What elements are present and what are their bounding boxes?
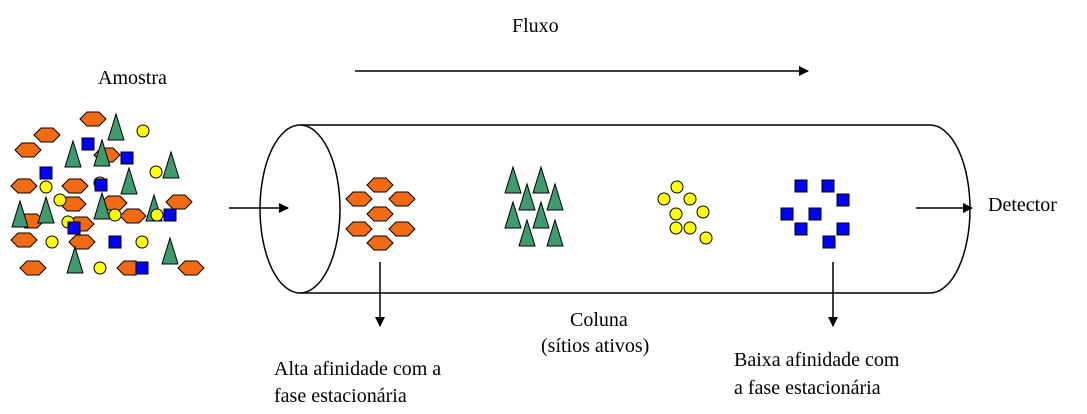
band-circles bbox=[657, 180, 713, 245]
yellow-circle-molecule-icon bbox=[150, 208, 164, 222]
sample-label: Amostra bbox=[98, 67, 167, 89]
column-body bbox=[300, 124, 971, 294]
yellow-circle-molecule-icon bbox=[670, 180, 684, 194]
blue-square-molecule-icon bbox=[794, 179, 808, 193]
blue-square-molecule-icon bbox=[780, 207, 794, 221]
blue-square-molecule-icon bbox=[794, 222, 808, 236]
blue-square-molecule-icon bbox=[822, 235, 836, 249]
orange-hexagon-molecule-icon bbox=[14, 142, 42, 158]
sample-mixture bbox=[10, 111, 205, 276]
green-triangle-molecule-icon bbox=[93, 191, 111, 220]
green-triangle-molecule-icon bbox=[518, 182, 536, 211]
yellow-circle-molecule-icon bbox=[683, 221, 697, 235]
blue-square-molecule-icon bbox=[120, 151, 134, 165]
orange-hexagon-molecule-icon bbox=[366, 206, 394, 222]
orange-hexagon-molecule-icon bbox=[388, 221, 416, 237]
low-affinity-label-line1: Baixa afinidade com bbox=[734, 349, 900, 371]
band-low-affinity-squares bbox=[780, 179, 850, 249]
yellow-circle-molecule-icon bbox=[699, 231, 713, 245]
green-triangle-molecule-icon bbox=[518, 218, 536, 247]
blue-square-molecule-icon bbox=[836, 222, 850, 236]
yellow-circle-molecule-icon bbox=[45, 235, 59, 249]
green-triangle-molecule-icon bbox=[11, 199, 29, 228]
column-cylinder bbox=[259, 124, 971, 294]
column-inlet-ellipse bbox=[259, 124, 341, 294]
orange-hexagon-molecule-icon bbox=[33, 127, 61, 143]
yellow-circle-molecule-icon bbox=[39, 180, 53, 194]
blue-square-molecule-icon bbox=[808, 207, 822, 221]
blue-square-molecule-icon bbox=[81, 137, 95, 151]
green-triangle-molecule-icon bbox=[546, 218, 564, 247]
orange-hexagon-molecule-icon bbox=[100, 195, 128, 211]
yellow-circle-molecule-icon bbox=[135, 235, 149, 249]
orange-hexagon-molecule-icon bbox=[345, 191, 373, 207]
orange-hexagon-molecule-icon bbox=[79, 111, 107, 127]
orange-hexagon-molecule-icon bbox=[10, 178, 38, 194]
band-high-affinity-hexagons bbox=[345, 177, 416, 251]
blue-square-molecule-icon bbox=[836, 193, 850, 207]
green-triangle-molecule-icon bbox=[546, 182, 564, 211]
blue-square-molecule-icon bbox=[67, 221, 81, 235]
detector-label: Detector bbox=[988, 194, 1057, 216]
green-triangle-molecule-icon bbox=[120, 166, 138, 195]
orange-hexagon-molecule-icon bbox=[345, 221, 373, 237]
green-triangle-molecule-icon bbox=[37, 195, 55, 224]
green-triangle-molecule-icon bbox=[504, 200, 522, 229]
green-triangle-molecule-icon bbox=[107, 112, 125, 141]
green-triangle-molecule-icon bbox=[532, 165, 550, 194]
high-affinity-label-line2: fase estacionária bbox=[274, 385, 407, 407]
orange-hexagon-molecule-icon bbox=[19, 260, 47, 276]
blue-square-molecule-icon bbox=[94, 178, 108, 192]
yellow-circle-molecule-icon bbox=[683, 192, 697, 206]
orange-hexagon-molecule-icon bbox=[61, 178, 89, 194]
yellow-circle-molecule-icon bbox=[669, 207, 683, 221]
green-triangle-molecule-icon bbox=[64, 139, 82, 168]
orange-hexagon-molecule-icon bbox=[119, 208, 147, 224]
blue-square-molecule-icon bbox=[821, 179, 835, 193]
orange-hexagon-molecule-icon bbox=[177, 260, 205, 276]
yellow-circle-molecule-icon bbox=[93, 261, 107, 275]
orange-hexagon-molecule-icon bbox=[59, 196, 87, 212]
green-triangle-molecule-icon bbox=[161, 236, 179, 265]
orange-hexagon-molecule-icon bbox=[366, 177, 394, 193]
yellow-circle-molecule-icon bbox=[136, 124, 150, 138]
orange-hexagon-molecule-icon bbox=[165, 194, 193, 210]
orange-hexagon-molecule-icon bbox=[388, 191, 416, 207]
high-affinity-label-line1: Alta afinidade com a bbox=[274, 358, 442, 380]
orange-hexagon-molecule-icon bbox=[10, 232, 38, 248]
yellow-circle-molecule-icon bbox=[696, 205, 710, 219]
orange-hexagon-molecule-icon bbox=[366, 235, 394, 251]
green-triangle-molecule-icon bbox=[93, 138, 111, 167]
column-label: Coluna bbox=[570, 309, 628, 331]
low-affinity-label-line2: a fase estacionária bbox=[734, 377, 881, 399]
orange-hexagon-molecule-icon bbox=[68, 234, 96, 250]
yellow-circle-molecule-icon bbox=[53, 193, 67, 207]
blue-square-molecule-icon bbox=[135, 261, 149, 275]
yellow-circle-molecule-icon bbox=[657, 192, 671, 206]
blue-square-molecule-icon bbox=[108, 235, 122, 249]
green-triangle-molecule-icon bbox=[162, 150, 180, 179]
yellow-circle-molecule-icon bbox=[669, 221, 683, 235]
yellow-circle-molecule-icon bbox=[108, 208, 122, 222]
green-triangle-molecule-icon bbox=[532, 200, 550, 229]
column-sublabel: (sítios ativos) bbox=[541, 335, 650, 357]
flow-label: Fluxo bbox=[512, 15, 559, 37]
green-triangle-molecule-icon bbox=[66, 245, 84, 274]
band-triangles bbox=[504, 165, 564, 247]
green-triangle-molecule-icon bbox=[504, 165, 522, 194]
blue-square-molecule-icon bbox=[163, 208, 177, 222]
yellow-circle-molecule-icon bbox=[149, 165, 163, 179]
blue-square-molecule-icon bbox=[39, 166, 53, 180]
